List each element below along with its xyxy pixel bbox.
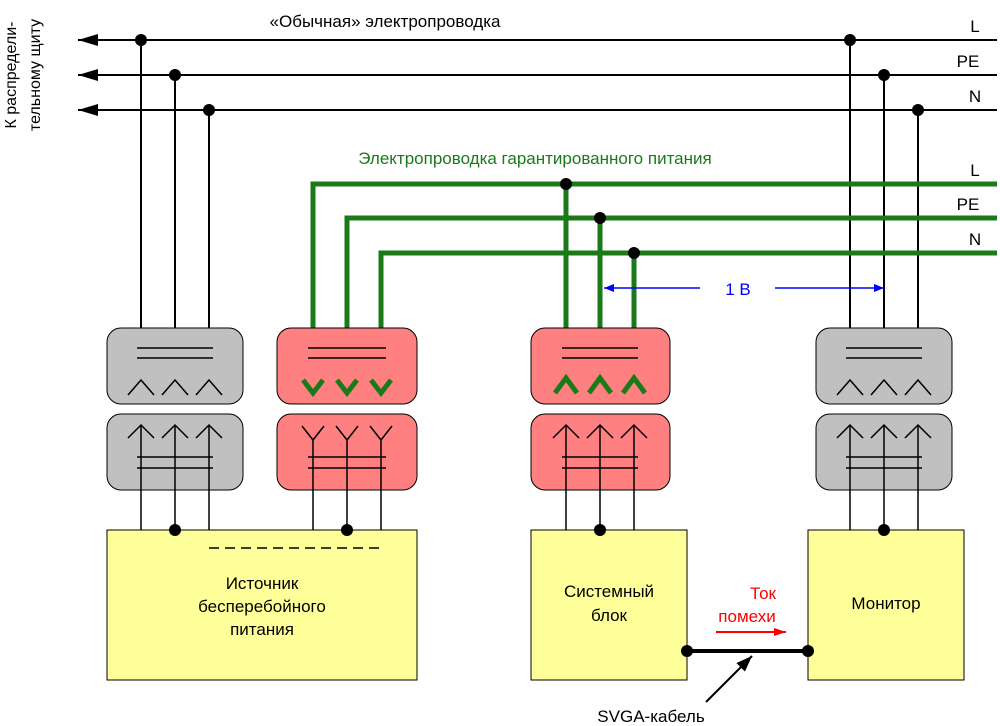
ordinary-label-PE: PE (957, 52, 980, 71)
ups-label-line2: бесперебойного (198, 597, 326, 616)
ups-input-plug (106, 327, 244, 405)
ordinary-junction-dots (135, 34, 924, 116)
monitor-label: Монитор (851, 594, 920, 613)
pc-label-line2: блок (591, 606, 628, 625)
side-text: К распредели- тельному щиту (3, 19, 44, 131)
guaranteed-label-L: L (970, 161, 979, 180)
noise-current: Ток помехи (716, 584, 786, 636)
ordinary-wiring-title: «Обычная» электропроводка (270, 12, 501, 31)
ups-label-line3: питания (230, 620, 294, 639)
monitor-plug (815, 413, 953, 530)
svga-cable (681, 645, 814, 703)
ups-label-line1: Источник (226, 574, 299, 593)
svga-cable-label: SVGA-кабель (597, 707, 705, 726)
voltage-label: 1 В (725, 280, 751, 299)
guaranteed-label-PE: PE (957, 195, 980, 214)
guaranteed-wire-PE (344, 215, 997, 380)
pc-plug (530, 413, 671, 530)
ordinary-wiring (78, 34, 997, 375)
noise-label-line2: помехи (718, 607, 775, 626)
ordinary-label-L: L (970, 17, 979, 36)
ups-input-socket (106, 413, 244, 548)
ups-output-socket (276, 327, 418, 405)
noise-label-line1: Ток (750, 584, 777, 603)
side-text-line2: тельному щиту (27, 19, 44, 131)
monitor-socket (815, 327, 953, 405)
pc-box: Системный блок (530, 524, 688, 681)
ups-box: Источник бесперебойного питания (106, 524, 418, 681)
guaranteed-wire-L (310, 181, 997, 380)
side-text-line1: К распредели- (3, 22, 20, 129)
pc-socket (530, 327, 671, 405)
guaranteed-label-N: N (969, 230, 981, 249)
ordinary-label-N: N (969, 87, 981, 106)
pc-label-line1: Системный (564, 582, 654, 601)
ups-output-plug (276, 413, 418, 548)
guaranteed-wiring-title: Электропроводка гарантированного питания (358, 149, 711, 168)
guaranteed-junction-dots (560, 178, 640, 259)
monitor-box: Монитор (807, 524, 965, 681)
